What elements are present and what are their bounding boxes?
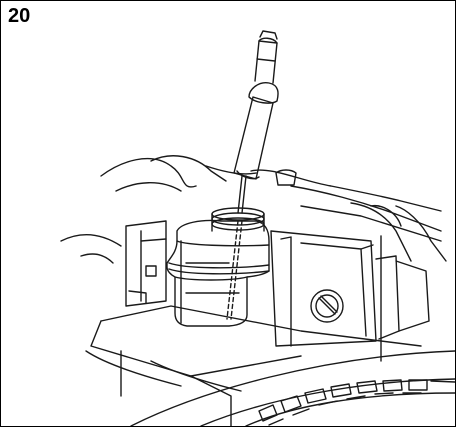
lower-deck [85, 305, 422, 426]
step-number: 20 [8, 5, 31, 27]
chassis-outline [60, 155, 447, 362]
bleed-screw [310, 289, 344, 323]
fluid-reservoir [166, 219, 270, 327]
wheel-tire [130, 350, 455, 426]
syringe-tool [233, 30, 279, 180]
suction-tube [226, 175, 247, 320]
frame-bracket [125, 220, 167, 307]
